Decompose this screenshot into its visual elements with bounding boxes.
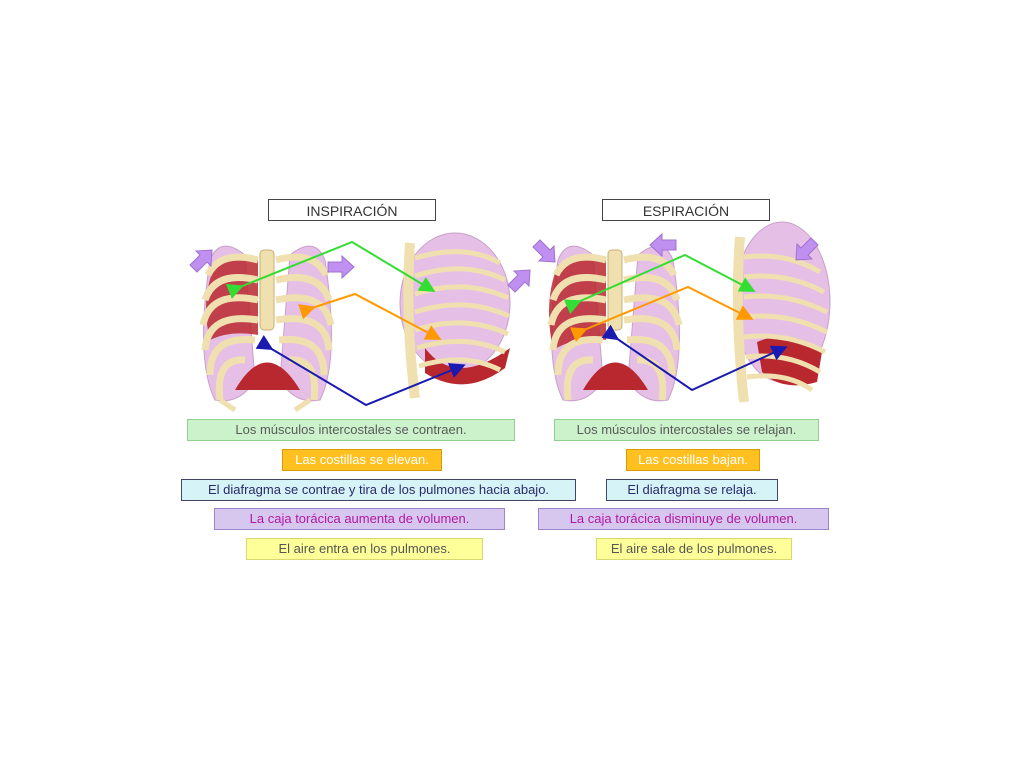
inspiracion-title: INSPIRACIÓN <box>268 199 436 221</box>
inspiracion-volume-label: La caja torácica aumenta de volumen. <box>214 508 505 530</box>
espiracion-volume-label: La caja torácica disminuye de volumen. <box>538 508 829 530</box>
inspiracion-ribs-label: Las costillas se elevan. <box>282 449 442 471</box>
espiracion-ribs-label: Las costillas bajan. <box>626 449 760 471</box>
movement-arrows <box>189 232 819 293</box>
espiracion-title: ESPIRACIÓN <box>602 199 770 221</box>
espiracion-muscles-label: Los músculos intercostales se relajan. <box>554 419 819 441</box>
inspiracion-diaphragm-label: El diafragma se contrae y tira de los pu… <box>181 479 576 501</box>
espiracion-air-label: El aire sale de los pulmones. <box>596 538 792 560</box>
inspiracion-muscles-label: Los músculos intercostales se contraen. <box>187 419 515 441</box>
espiracion-diaphragm-label: El diafragma se relaja. <box>606 479 778 501</box>
inspiracion-air-label: El aire entra en los pulmones. <box>246 538 483 560</box>
